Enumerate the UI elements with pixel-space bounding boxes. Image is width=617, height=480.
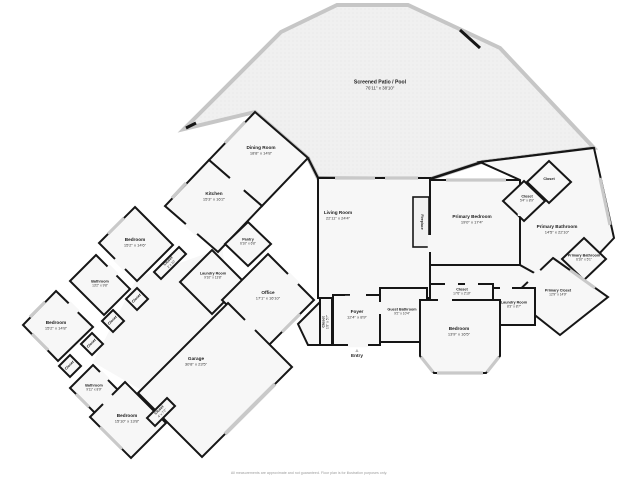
closet-long-walls bbox=[429, 283, 494, 301]
closet-tr1-walls bbox=[525, 159, 573, 205]
garage-walls bbox=[136, 301, 294, 459]
bedroom-right-walls bbox=[419, 299, 501, 374]
bathroom-1-walls bbox=[68, 253, 132, 317]
bedroom-2-walls bbox=[21, 289, 95, 363]
foyer-walls bbox=[332, 294, 381, 346]
closet-hall2-walls bbox=[100, 308, 126, 334]
closet-bedroom3-walls bbox=[145, 396, 177, 428]
disclaimer-text: All measurements are approximate and not… bbox=[230, 471, 387, 475]
fireplace-box bbox=[412, 196, 430, 248]
closet-hall4-walls bbox=[57, 353, 83, 379]
windows bbox=[28, 120, 612, 451]
closet-foyer-walls bbox=[319, 297, 333, 346]
closet-hall1-walls bbox=[124, 286, 150, 312]
pantry-walls bbox=[223, 220, 273, 268]
primary-bedroom-walls bbox=[429, 179, 521, 266]
closet-tr2-walls bbox=[501, 179, 547, 223]
center-right-rooms bbox=[317, 146, 616, 374]
closet-kitchen-walls bbox=[152, 245, 188, 281]
patio-dining-wall bbox=[307, 157, 319, 179]
living-room-walls bbox=[317, 177, 431, 299]
door-openings bbox=[67, 176, 542, 406]
patio-screen-posts bbox=[185, 28, 482, 130]
closet-hall3-walls bbox=[79, 331, 105, 357]
